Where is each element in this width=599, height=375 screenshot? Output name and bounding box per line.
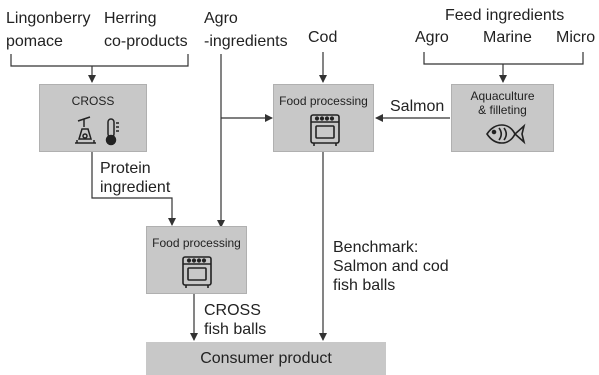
- cross-box: CROSS: [39, 84, 147, 152]
- protein-label-line2: ingredient: [100, 179, 171, 196]
- aquaculture-box: Aquaculture & filleting: [451, 84, 554, 152]
- input-lingonberry-line2: pomace: [6, 33, 63, 50]
- food-processing-bottom-box: Food processing: [146, 226, 247, 294]
- cross-fish-balls-line2: fish balls: [204, 321, 267, 338]
- consumer-product-box: Consumer product: [146, 342, 386, 375]
- salmon-label: Salmon: [390, 98, 445, 115]
- input-lingonberry-line1: Lingonberry: [6, 10, 91, 27]
- protein-label-line1: Protein: [100, 160, 151, 177]
- arrow-protein-ingredient: [91, 152, 176, 226]
- feed-marine: Marine: [483, 29, 532, 46]
- input-agro-line2: -ingredients: [204, 33, 288, 50]
- cross-box-title: CROSS: [71, 94, 115, 108]
- food-processing-bottom-title: Food processing: [152, 236, 241, 250]
- feed-agro: Agro: [415, 29, 449, 46]
- benchmark-label-line2: Salmon and cod: [333, 258, 449, 275]
- cross-icons: [75, 116, 119, 146]
- food-processing-top-box: Food processing: [273, 84, 374, 152]
- feed-bracket: [423, 52, 584, 65]
- aquaculture-title-line2: & filleting: [478, 103, 527, 117]
- input-herring-line1: Herring: [104, 10, 157, 27]
- feed-micro: Micro: [556, 29, 596, 46]
- input-cod: Cod: [308, 29, 338, 46]
- fish-icon: [486, 123, 526, 145]
- aquaculture-title-line1: Aquaculture: [470, 89, 535, 103]
- input-herring-line2: co-products: [104, 33, 188, 50]
- benchmark-label-line1: Benchmark:: [333, 239, 419, 256]
- benchmark-label-line3: fish balls: [333, 277, 396, 294]
- inputs-bracket: [10, 54, 189, 67]
- consumer-product-label: Consumer product: [200, 350, 332, 367]
- food-processing-top-title: Food processing: [279, 94, 368, 108]
- thermometer-icon: [105, 118, 119, 146]
- input-agro-line1: Agro: [204, 10, 238, 27]
- stove-icon: [310, 114, 340, 146]
- lab-flask-icon: [75, 116, 96, 144]
- cross-fish-balls-line1: CROSS: [204, 302, 261, 319]
- stove-icon: [182, 256, 212, 288]
- feed-ingredients-title: Feed ingredients: [445, 7, 565, 24]
